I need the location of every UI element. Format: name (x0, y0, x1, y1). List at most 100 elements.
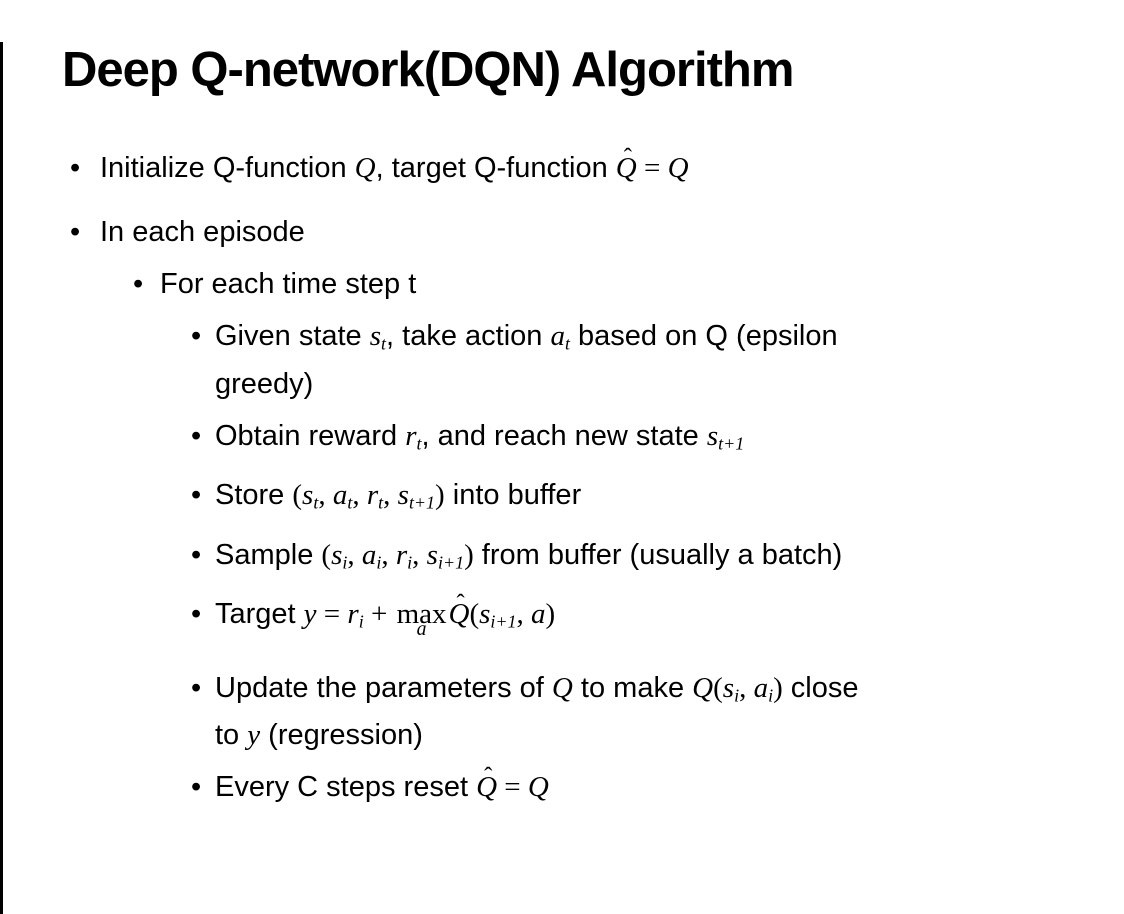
math-subscript: i+1 (490, 611, 517, 632)
math-variable: a (531, 598, 546, 631)
math-variable: Q (667, 152, 689, 185)
bullet-icon: • (191, 419, 202, 452)
math-variable: Q (448, 598, 470, 631)
math-variable-subscripted: st (369, 320, 387, 354)
text-run: from buffer (usually a batch) (473, 538, 843, 571)
math-variable-subscripted: ri (395, 538, 413, 573)
math-subscript: i+1 (437, 552, 465, 573)
text-run: , and reach new state (421, 419, 707, 452)
hat-accent-icon: ˆ (623, 144, 633, 172)
slide-left-border (0, 42, 3, 914)
math-subscript: i (358, 611, 364, 632)
math-variable-subscripted: ai (361, 538, 382, 573)
operator-name: max (396, 598, 447, 631)
text-run: into buffer (444, 479, 582, 512)
hat-accent-icon: ˆ (456, 590, 465, 618)
math-variable-subscripted: si (722, 671, 740, 706)
math-symbol: , (347, 538, 362, 571)
math-subscript: t (416, 433, 422, 454)
math-subscript: t (564, 333, 570, 354)
math-symbol: ( (469, 598, 480, 631)
bullet-text: In each episode (100, 212, 1124, 252)
bullet-icon: • (191, 671, 202, 704)
math-symbol: , (516, 598, 532, 631)
text-run: Update the parameters of (215, 671, 552, 704)
math-symbol: , (739, 671, 754, 704)
math-subscript: t (347, 492, 353, 513)
math-variable: Q (476, 771, 498, 804)
bullet-icon: • (133, 268, 144, 301)
math-variable: Q (615, 152, 637, 185)
math-symbol: , (412, 538, 427, 571)
operator-underscript: a (416, 618, 427, 641)
bullet-item-4: •Given state st, take action at based on… (0, 316, 1124, 403)
bullet-text: Store (st, at, rt, st+1) into buffer (215, 475, 1124, 522)
text-run: Sample (215, 538, 322, 571)
math-symbol: ) (773, 671, 783, 704)
text-run: , take action (386, 320, 551, 353)
bullet-text: Update the parameters of Q to make Q(si,… (215, 668, 1124, 755)
math-symbol: = (636, 152, 668, 185)
text-run: In each episode (100, 216, 305, 249)
text-run: (regression) (260, 719, 423, 752)
bullet-icon: • (191, 771, 202, 804)
bullet-text: Obtain reward rt, and reach new state st… (215, 416, 1124, 463)
math-symbol: ( (292, 479, 303, 512)
math-variable-subscripted: rt (366, 479, 384, 513)
bullet-text: For each time step t (160, 264, 1124, 304)
text-run: Store (215, 479, 293, 512)
math-variable-subscripted: si+1 (479, 598, 517, 632)
text-run: to (215, 719, 248, 752)
math-variable-subscripted: si+1 (426, 538, 465, 573)
bullet-text: Initialize Q-function Q, target Q-functi… (100, 146, 1124, 188)
text-run: For each time step t (160, 268, 417, 301)
text-run: greedy) (215, 367, 314, 400)
math-variable-subscripted: ai (753, 671, 774, 706)
math-subscript: t (378, 492, 384, 513)
math-subscript: i (376, 552, 382, 573)
bullet-item-3: • For each time step t (0, 264, 1124, 304)
bullet-icon: • (70, 152, 81, 185)
math-variable-subscripted: st (302, 479, 319, 513)
bullet-icon: • (191, 320, 202, 353)
math-variable: Q (354, 152, 376, 185)
math-symbol: , (383, 479, 398, 512)
math-subscript: t+1 (408, 492, 436, 513)
slide-canvas: Deep Q-network(DQN) Algorithm • Initializ… (0, 42, 1124, 807)
math-symbol: = (316, 598, 348, 631)
bullet-item-2: • In each episode (0, 212, 1124, 252)
math-symbol: ) (435, 479, 445, 512)
bullet-list: • Initialize Q-function Q, target Q-funct… (0, 146, 1124, 807)
math-variable-subscripted: at (332, 479, 353, 513)
bullet-icon: • (70, 216, 81, 249)
bullet-item-1: • Initialize Q-function Q, target Q-funct… (0, 146, 1124, 188)
math-variable-subscripted: at (550, 320, 570, 354)
math-variable-subscripted: ri (347, 598, 364, 632)
text-run: based on Q (epsilon (569, 320, 838, 353)
text-run: Initialize Q-function (100, 152, 355, 185)
math-subscript: t+1 (718, 433, 745, 454)
math-symbol: , (318, 479, 333, 512)
math-symbol: ) (464, 538, 474, 571)
math-variable: Q (527, 771, 549, 804)
math-symbol: = (497, 771, 528, 804)
math-variable: y (303, 598, 317, 631)
math-symbol: + (363, 598, 395, 631)
math-variable: y (247, 719, 261, 752)
math-symbol: , (381, 538, 396, 571)
bullet-text: Given state st, take action at based on … (215, 316, 1124, 403)
math-variable-subscripted: st+1 (397, 479, 436, 513)
text-run: to make (572, 671, 693, 704)
slide-title: Deep Q-network(DQN) Algorithm (62, 43, 794, 97)
bullet-item-5: • Obtain reward rt, and reach new state s… (0, 416, 1124, 463)
math-variable-subscripted: rt (405, 419, 422, 454)
math-variable: Q (692, 671, 714, 704)
